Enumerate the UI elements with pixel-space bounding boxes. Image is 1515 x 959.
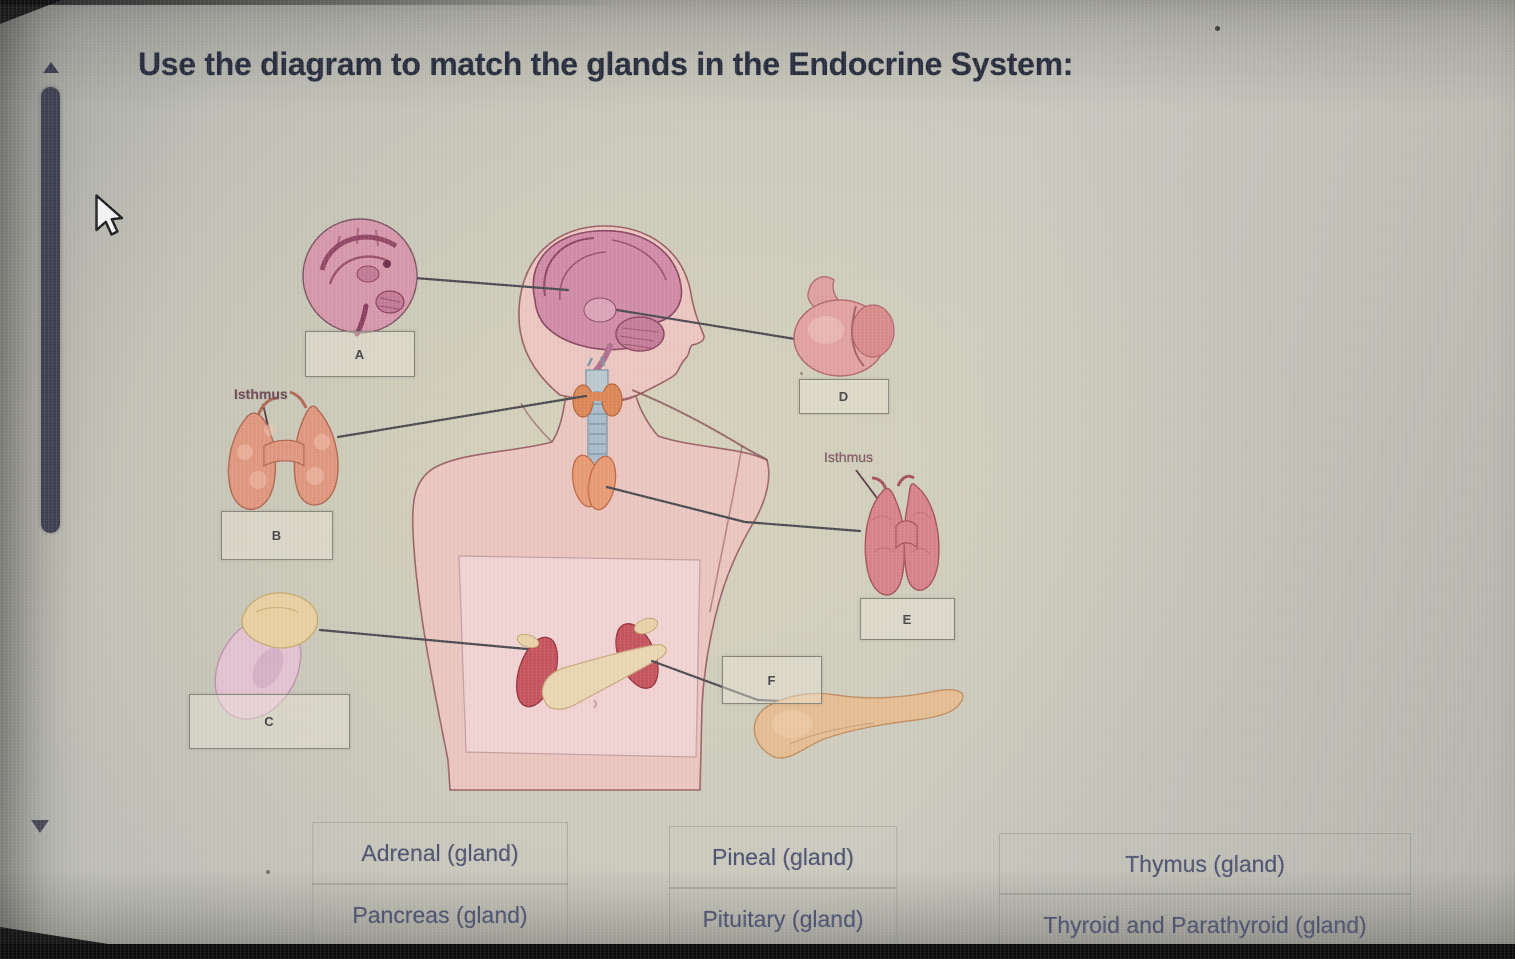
photo-top-shadow bbox=[0, 0, 620, 5]
option-adrenal-gland[interactable]: Adrenal (gland) bbox=[312, 822, 568, 885]
isthmus-label-right: Isthmus bbox=[824, 449, 874, 465]
page-title: Use the diagram to match the glands in t… bbox=[138, 46, 1074, 82]
thyroid-parathyroid-illustration bbox=[227, 390, 339, 510]
drop-box-e[interactable]: E bbox=[860, 598, 955, 640]
isthmus-label-left: Isthmus bbox=[234, 386, 288, 402]
trachea bbox=[585, 356, 609, 469]
option-pancreas-gland[interactable]: Pancreas (gland) bbox=[312, 883, 568, 947]
option-pineal-gland[interactable]: Pineal (gland) bbox=[669, 826, 897, 889]
pineal-dot bbox=[383, 260, 391, 268]
option-thymus-gland[interactable]: Thymus (gland) bbox=[999, 833, 1411, 895]
drop-box-letter: A bbox=[354, 346, 366, 362]
option-label: Pineal (gland) bbox=[712, 844, 854, 870]
drop-box-f[interactable]: F bbox=[722, 656, 822, 704]
dust-speck bbox=[266, 870, 270, 874]
drop-box-letter: C bbox=[264, 714, 275, 729]
pancreas-illustration bbox=[753, 689, 964, 759]
scroll-up-icon[interactable] bbox=[43, 62, 59, 73]
drop-box-b[interactable]: B bbox=[221, 511, 333, 560]
drop-box-letter: E bbox=[902, 611, 913, 627]
pancreas-in-abdomen bbox=[541, 644, 667, 710]
leader-lines bbox=[318, 276, 904, 708]
drop-box-d[interactable]: D bbox=[799, 379, 889, 414]
drop-box-letter: F bbox=[767, 672, 777, 688]
thymus-illustration bbox=[864, 474, 940, 596]
option-label: Thyroid and Parathyroid (gland) bbox=[1043, 911, 1367, 938]
photo-bottom-edge bbox=[0, 944, 1515, 959]
option-label: Pancreas (gland) bbox=[352, 901, 528, 928]
option-label: Pituitary (gland) bbox=[702, 905, 864, 932]
drop-box-letter: B bbox=[271, 528, 283, 543]
brain-inset-illustration bbox=[302, 218, 418, 337]
brain-in-head bbox=[532, 229, 683, 376]
kidneys-in-abdomen bbox=[515, 617, 667, 710]
scroll-down-icon[interactable] bbox=[31, 820, 49, 833]
dust-speck bbox=[1215, 26, 1220, 31]
thyroid-in-neck bbox=[572, 383, 623, 418]
human-figure bbox=[411, 225, 770, 791]
thymus-in-chest bbox=[571, 454, 617, 511]
option-thyroid-parathyroid-gland[interactable]: Thyroid and Parathyroid (gland) bbox=[999, 893, 1411, 957]
option-pituitary-gland[interactable]: Pituitary (gland) bbox=[669, 887, 897, 951]
dust-speck bbox=[800, 372, 803, 375]
drop-box-letter: D bbox=[838, 389, 850, 404]
option-label: Adrenal (gland) bbox=[361, 840, 519, 866]
drop-box-c[interactable]: C bbox=[189, 694, 350, 749]
adrenal-kidney-illustration bbox=[214, 592, 319, 720]
scrollbar-thumb[interactable] bbox=[41, 87, 60, 533]
option-label: Thymus (gland) bbox=[1125, 850, 1285, 877]
mouse-cursor-icon bbox=[95, 194, 125, 236]
drop-box-a[interactable]: A bbox=[305, 331, 415, 377]
pituitary-illustration bbox=[793, 276, 895, 377]
